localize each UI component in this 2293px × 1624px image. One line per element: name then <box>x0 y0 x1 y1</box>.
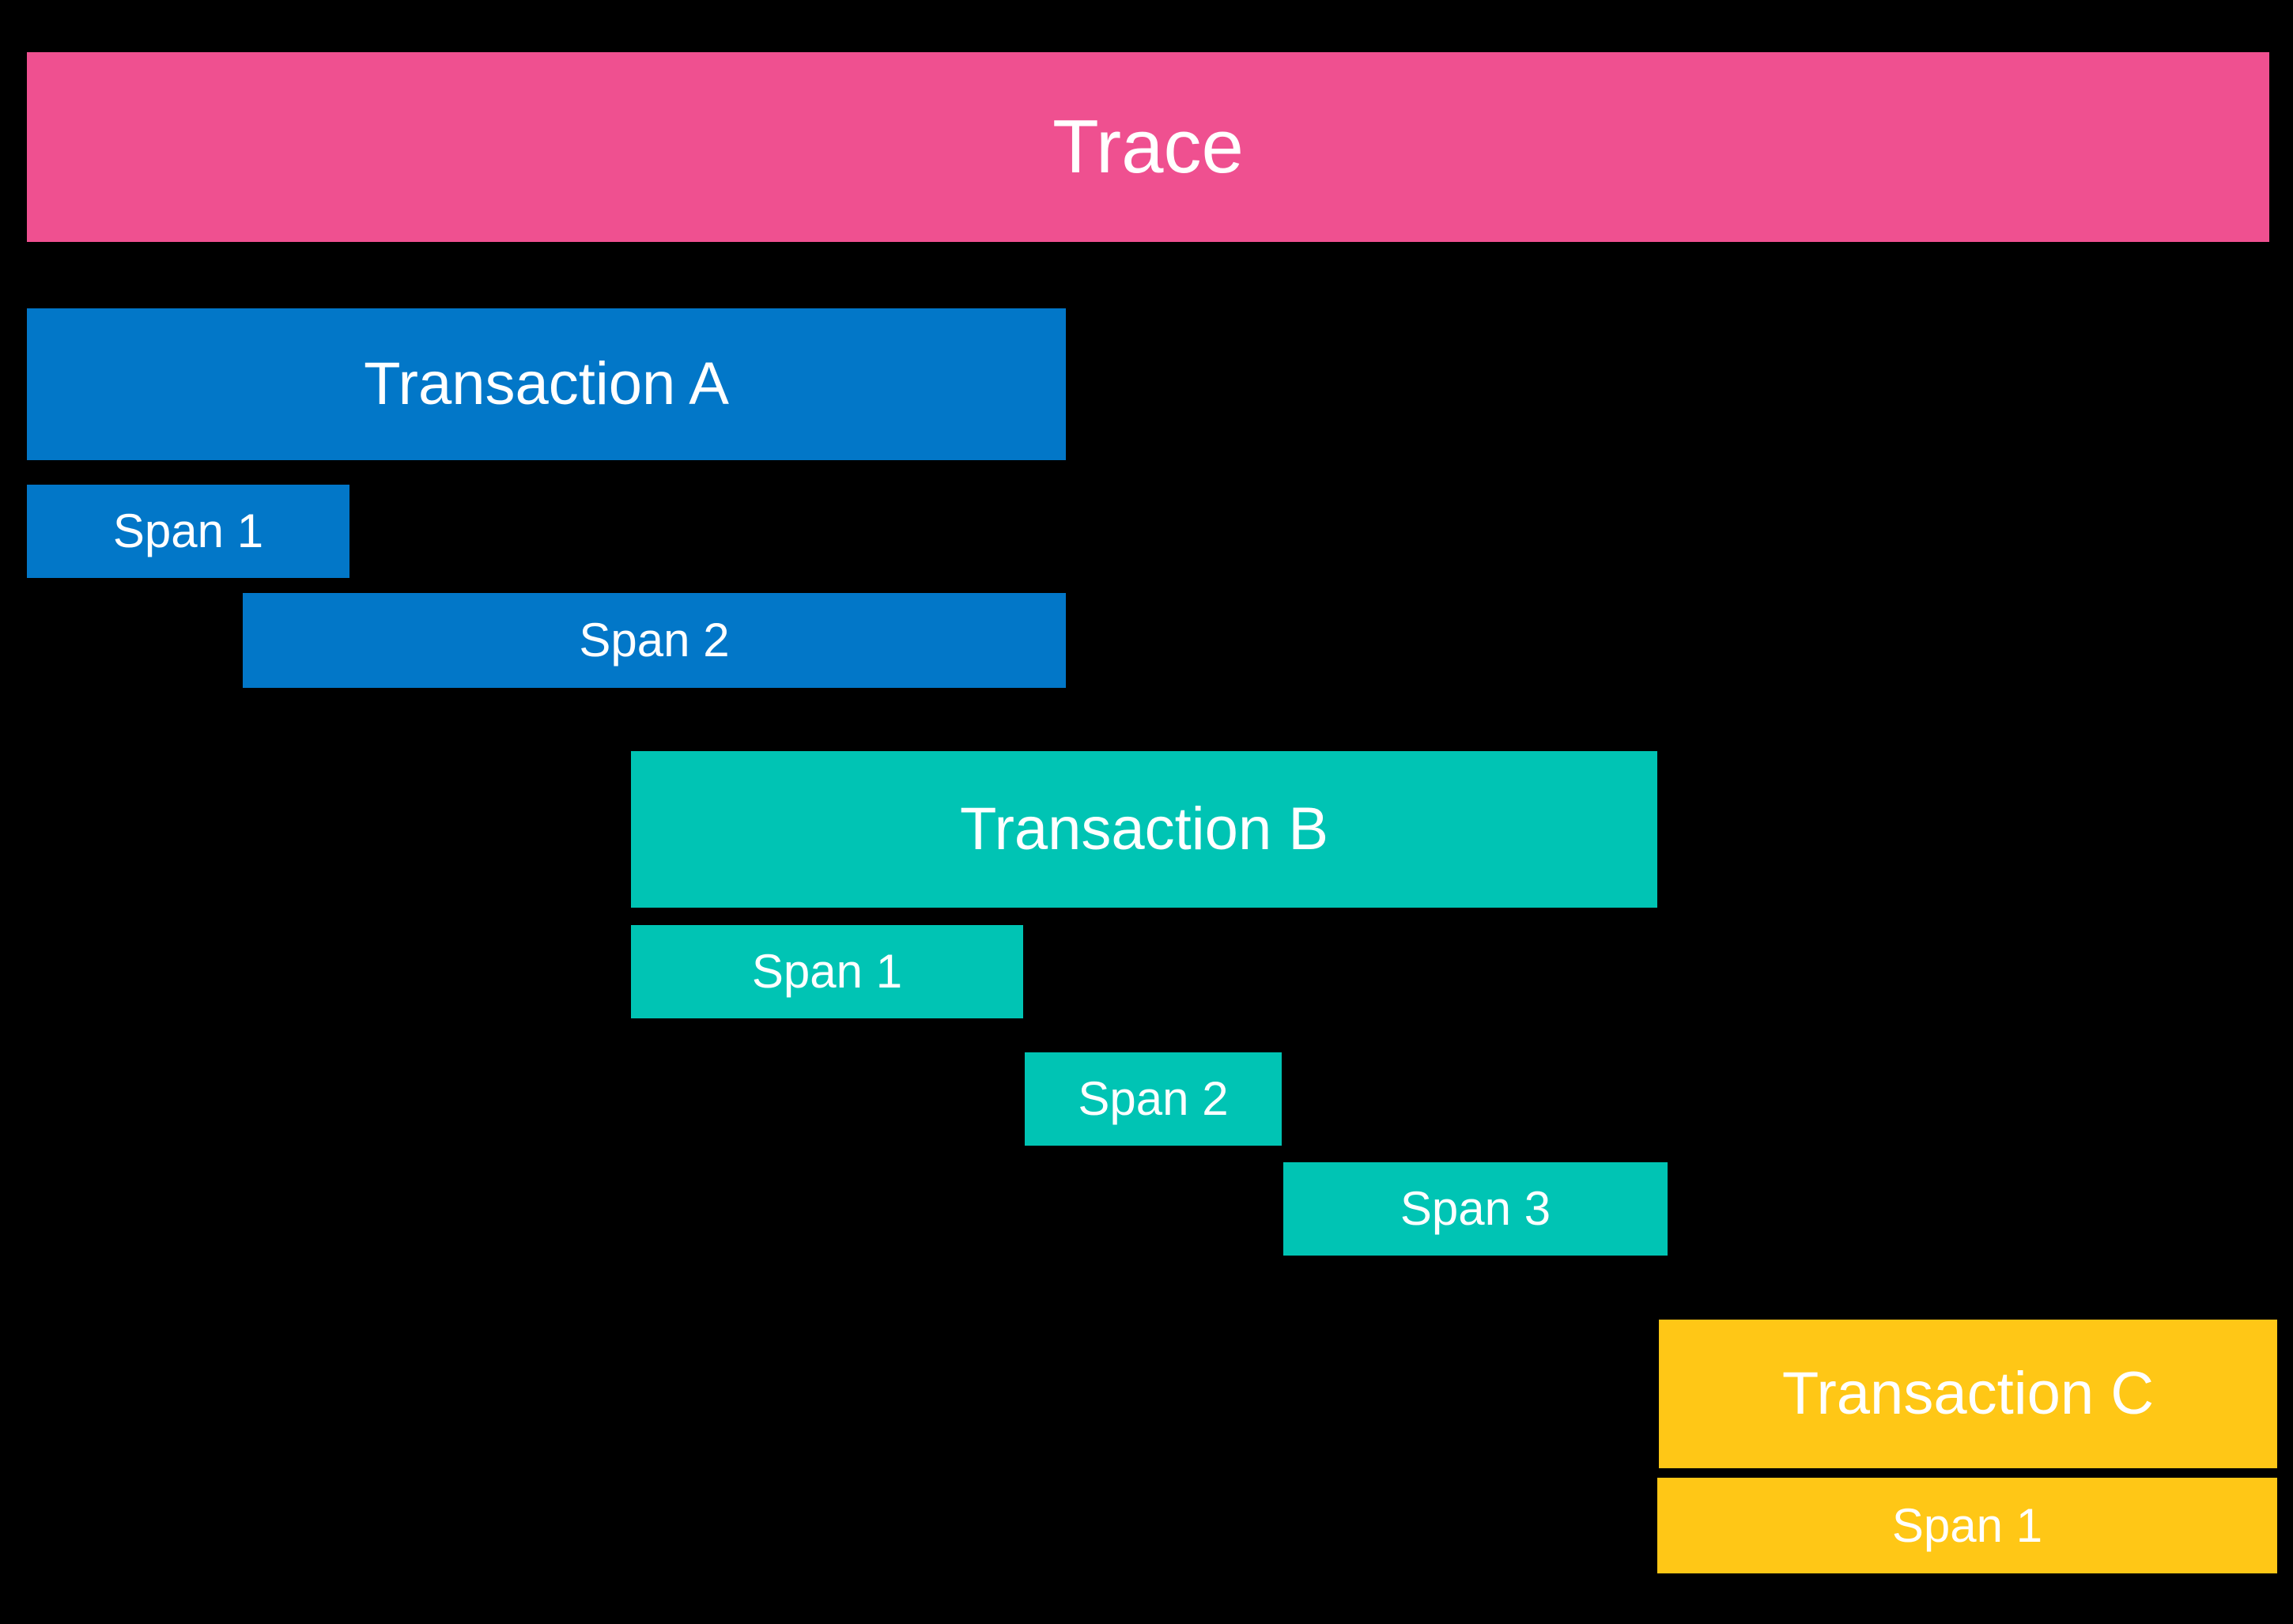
transaction-c-span-1-bar[interactable]: Span 1 <box>1657 1478 2277 1573</box>
transaction-a-span-2-bar[interactable]: Span 2 <box>243 593 1066 688</box>
trace-bar[interactable]: Trace <box>27 52 2269 242</box>
transaction-a-span-1-label: Span 1 <box>112 504 264 557</box>
transaction-b-span-3-bar[interactable]: Span 3 <box>1283 1162 1668 1256</box>
transaction-b-span-2-bar[interactable]: Span 2 <box>1025 1052 1282 1146</box>
transaction-b-label: Transaction B <box>959 795 1329 863</box>
transaction-b-span-3-label: Span 3 <box>1400 1182 1551 1235</box>
transaction-a-span-2-label: Span 2 <box>579 614 730 667</box>
transaction-a-span-1-bar[interactable]: Span 1 <box>27 485 349 578</box>
transaction-b-span-2-label: Span 2 <box>1078 1072 1229 1125</box>
transaction-a-label: Transaction A <box>364 350 729 417</box>
trace-bar-label: Trace <box>1052 104 1244 189</box>
transaction-c-span-1-label: Span 1 <box>1891 1498 2043 1552</box>
transaction-b-span-1-bar[interactable]: Span 1 <box>631 925 1023 1018</box>
transaction-b-span-1-label: Span 1 <box>751 945 903 998</box>
transaction-a-bar[interactable]: Transaction A <box>27 308 1066 460</box>
transaction-b-bar[interactable]: Transaction B <box>631 751 1657 908</box>
transaction-c-bar[interactable]: Transaction C <box>1659 1320 2277 1468</box>
transaction-c-label: Transaction C <box>1781 1360 2155 1427</box>
